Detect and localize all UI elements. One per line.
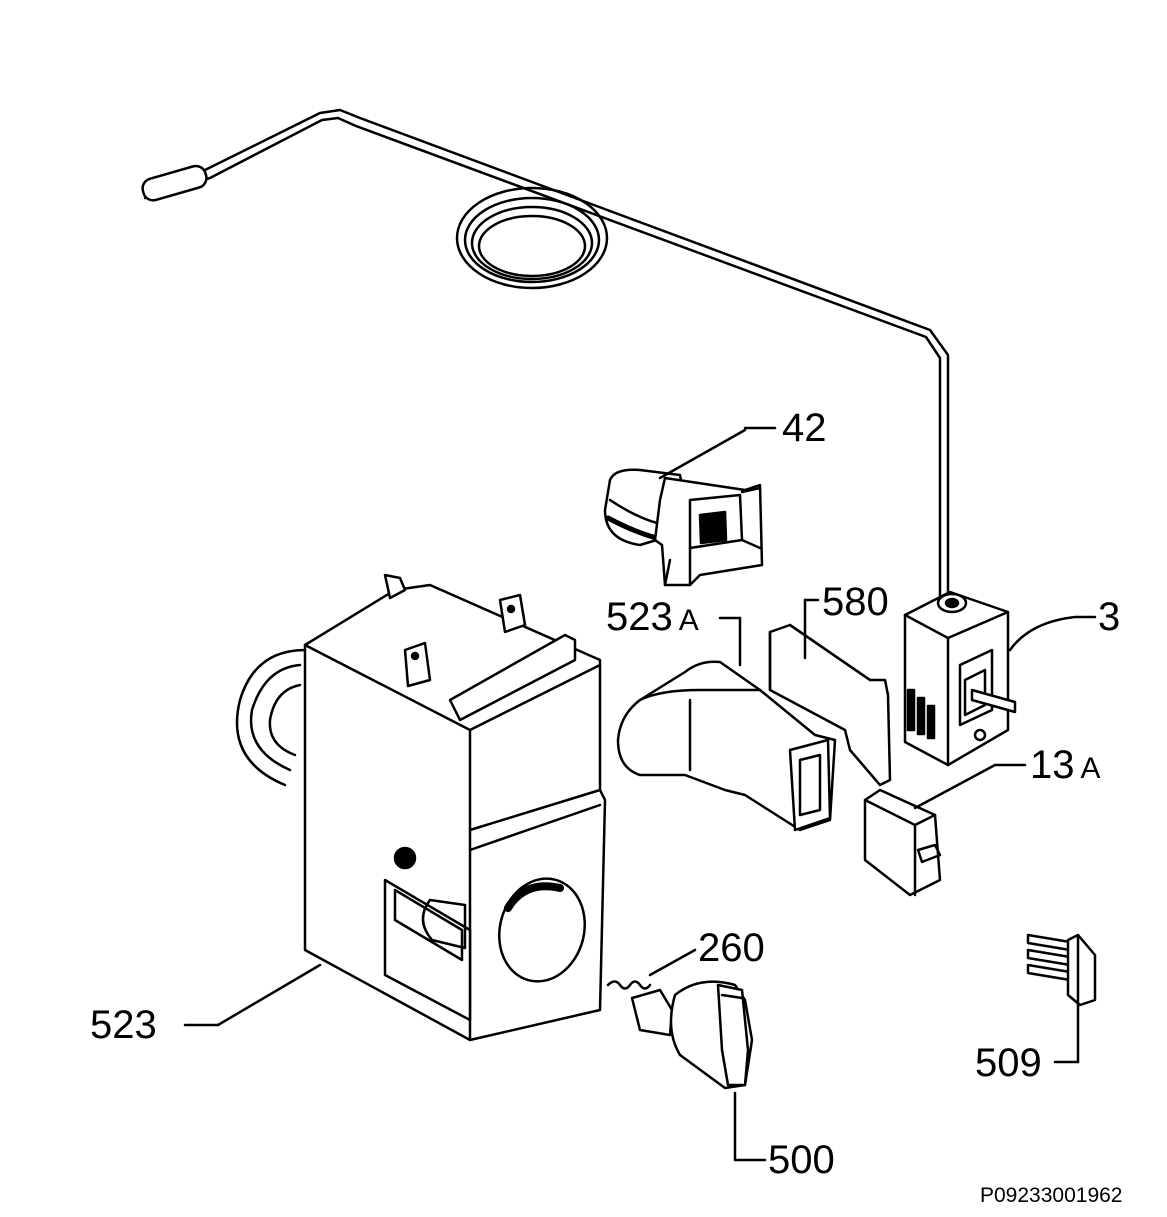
label-part-509: 509 xyxy=(975,1043,1042,1083)
label-part-523a-number: 523 xyxy=(606,595,673,639)
lamp-holder-part-42 xyxy=(605,428,775,585)
label-part-260-number: 260 xyxy=(698,926,765,970)
label-part-13a-suffix: A xyxy=(1080,752,1101,785)
label-part-42-number: 42 xyxy=(782,406,827,450)
knob-part-500 xyxy=(632,982,765,1160)
label-part-523: 523 xyxy=(90,1005,157,1045)
connector-part-509 xyxy=(1028,935,1095,1062)
label-part-3-number: 3 xyxy=(1098,595,1121,639)
label-part-3: 3 xyxy=(1098,597,1120,637)
label-part-509-number: 509 xyxy=(975,1041,1042,1085)
capillary-tube xyxy=(140,110,948,600)
drawing-reference-code: P09233001962 xyxy=(980,1184,1123,1207)
label-part-260: 260 xyxy=(698,928,765,968)
label-part-500: 500 xyxy=(768,1140,835,1180)
spring-part-260 xyxy=(608,950,695,989)
label-part-42: 42 xyxy=(782,408,827,448)
label-part-523a-suffix: A xyxy=(678,604,699,637)
housing-part-523 xyxy=(185,575,605,1040)
label-part-580: 580 xyxy=(822,582,889,622)
label-part-523-number: 523 xyxy=(90,1003,157,1047)
label-part-13a-number: 13 xyxy=(1030,743,1075,787)
thermostat-part-3 xyxy=(905,592,1095,765)
gasket-plate-part-580 xyxy=(770,600,890,785)
label-part-580-number: 580 xyxy=(822,580,889,624)
switch-part-13a xyxy=(865,765,1025,895)
light-cover-part-523a xyxy=(618,618,835,830)
label-part-500-number: 500 xyxy=(768,1138,835,1182)
